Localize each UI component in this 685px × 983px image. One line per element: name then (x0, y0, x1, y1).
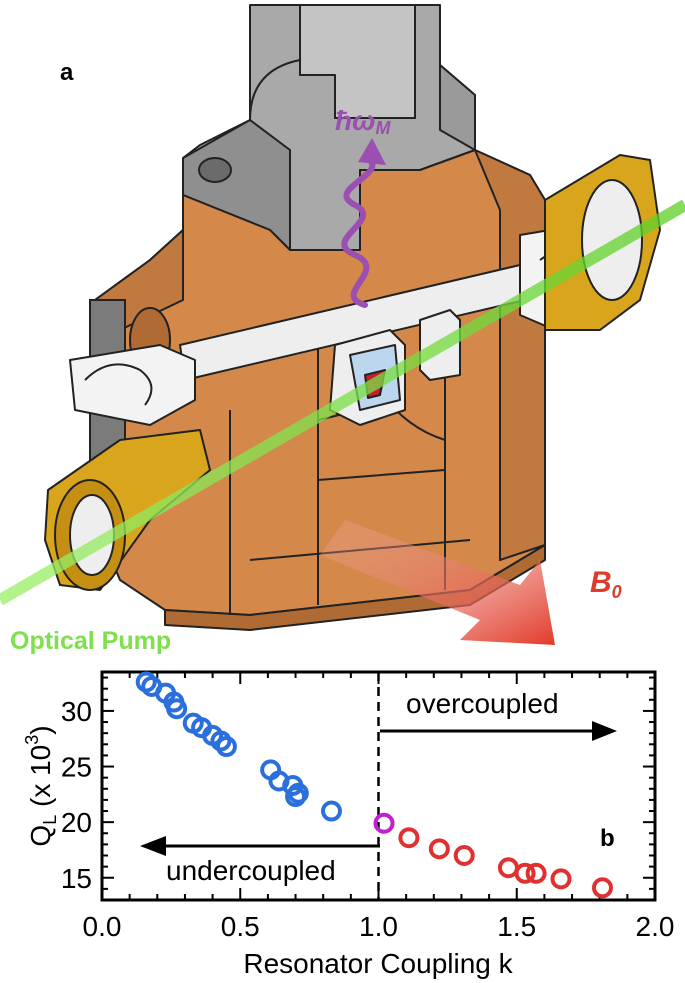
y-tick-label: 15 (61, 863, 92, 894)
data-points (135, 671, 613, 899)
data-point (166, 698, 188, 720)
photon-label-sub: M (375, 118, 391, 138)
x-axis-label: Resonator Coupling k (243, 948, 513, 979)
photon-label: ħωM (335, 105, 391, 138)
x-tick-labels: 0.0 0.5 1.0 1.5 2.0 (83, 911, 675, 942)
x-tick-label: 0.0 (83, 911, 122, 942)
photon-arrow (341, 138, 386, 308)
data-point (398, 827, 420, 849)
y-tick-label: 20 (61, 807, 92, 838)
y-axis-label: QL (x 103) (22, 725, 60, 846)
data-point (215, 736, 237, 758)
data-point (210, 730, 232, 752)
y-tick-labels: 15 20 25 30 (61, 696, 92, 894)
data-point (525, 862, 547, 884)
y-axis-label-end: ) (25, 725, 56, 734)
data-point (453, 845, 475, 867)
data-point (591, 877, 613, 899)
x-tick-label: 2.0 (636, 911, 675, 942)
y-axis-label-sup: 3 (22, 735, 42, 745)
field-arrow (320, 520, 555, 645)
overcoupled-arrowhead (592, 721, 617, 741)
photon-label-omega: ω (352, 105, 375, 136)
y-tick-label: 25 (61, 752, 92, 783)
undercoupled-arrowhead (140, 836, 166, 856)
y-axis-label-q: Q (25, 825, 56, 847)
panel-b-label: b (600, 825, 615, 852)
data-point (550, 868, 572, 890)
field-label-main: B (590, 566, 612, 599)
panel-b-chart: 0.0 0.5 1.0 1.5 2.0 15 20 25 30 overcoupled und… (22, 670, 675, 979)
y-tick-label: 30 (61, 696, 92, 727)
x-tick-label: 0.5 (221, 911, 260, 942)
photon-label-hbar: ħ (335, 105, 352, 136)
y-axis-label-rest: (x 10 (25, 745, 56, 815)
data-point (428, 838, 450, 860)
data-point (285, 786, 307, 808)
x-tick-label: 1.0 (359, 911, 398, 942)
data-point (514, 862, 536, 884)
field-label-sub: 0 (612, 582, 622, 602)
y-axis-label-sub: L (40, 815, 60, 825)
panel-a: a (0, 4, 685, 655)
laser-beam (0, 199, 685, 606)
panel-a-label: a (60, 59, 74, 86)
undercoupled-label: undercoupled (166, 855, 336, 886)
data-point (373, 812, 395, 834)
overcoupled-label: overcoupled (406, 688, 559, 719)
pump-label: Optical Pump (10, 627, 171, 655)
field-label: B0 (590, 566, 622, 602)
data-point (320, 800, 342, 822)
x-tick-label: 1.5 (497, 911, 536, 942)
